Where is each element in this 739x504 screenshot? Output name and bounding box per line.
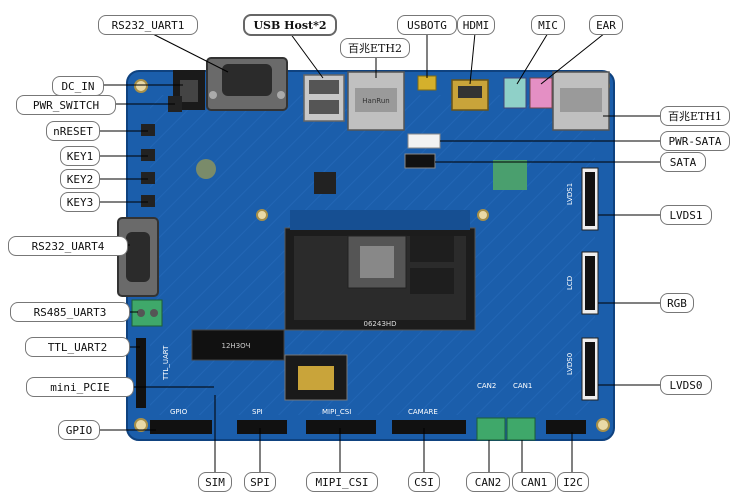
label-mini-pcie: mini_PCIE: [26, 377, 134, 397]
label-csi: CSI: [408, 472, 440, 492]
label-spi: SPI: [244, 472, 276, 492]
ram-chip-1: [410, 236, 454, 262]
usbotg-port: [417, 75, 437, 91]
mic-jack: [503, 77, 527, 109]
label-nreset: nRESET: [46, 121, 100, 141]
label-mic: MIC: [531, 15, 565, 35]
silk-lvds0: LVDS0: [566, 353, 574, 375]
label-key2: KEY2: [60, 169, 100, 189]
label-rs232-uart4: RS232_UART4: [8, 236, 128, 256]
push-buttons: [141, 124, 155, 207]
silk-pcie-code: 12НЗОЧ: [222, 342, 251, 350]
silk-spi: SPI: [252, 408, 263, 416]
label-gpio: GPIO: [58, 420, 100, 440]
silk-mipi-csi: MIPI_CSI: [322, 408, 351, 416]
mini-pcie-slot: [191, 329, 285, 361]
label-lvds0: LVDS0: [660, 375, 712, 395]
silk-can2: CAN2: [477, 382, 496, 390]
label-eth2: 百兆ETH2: [340, 38, 410, 58]
can1-terminal: [506, 417, 536, 441]
callout-lines: [100, 31, 660, 472]
label-can2: CAN2: [466, 472, 510, 492]
label-sata: SATA: [660, 152, 706, 172]
can2-terminal: [476, 417, 506, 441]
label-key1: KEY1: [60, 146, 100, 166]
silk-gpio: GPIO: [170, 408, 188, 416]
label-i2c: I2C: [557, 472, 589, 492]
silk-lcd: LCD: [566, 276, 574, 290]
label-can1: CAN1: [512, 472, 556, 492]
label-dc-in: DC_IN: [52, 76, 104, 96]
silk-camare: CAMARE: [408, 408, 438, 416]
silk-lvds1: LVDS1: [566, 183, 574, 205]
ram-chip-2: [410, 268, 454, 294]
wifi-module: [493, 160, 527, 190]
eth2-brand: HanRun: [362, 97, 389, 105]
label-ear: EAR: [589, 15, 623, 35]
silk-can1: CAN1: [513, 382, 532, 390]
label-sim: SIM: [198, 472, 232, 492]
label-ttl-uart2: TTL_UART2: [25, 337, 130, 357]
label-rs232-uart1: RS232_UART1: [98, 15, 198, 35]
label-eth1: 百兆ETH1: [660, 106, 730, 126]
bottom-headers: [150, 420, 586, 434]
silk-som-code: 0624ЗHD: [364, 320, 397, 328]
sata-connector: [404, 153, 436, 169]
pwr-sata-connector: [407, 133, 441, 149]
label-key3: KEY3: [60, 192, 100, 212]
label-pwr-sata: PWR-SATA: [660, 131, 730, 151]
ear-jack: [529, 77, 553, 109]
label-rgb: RGB: [660, 293, 694, 313]
ic-left: [314, 172, 336, 194]
label-rs485-uart3: RS485_UART3: [10, 302, 130, 322]
label-mipi-csi: MIPI_CSI: [306, 472, 378, 492]
label-lvds1: LVDS1: [660, 205, 712, 225]
ttl-uart-header: [136, 338, 146, 408]
label-usbotg: USBOTG: [397, 15, 457, 35]
som-pcb: [290, 210, 470, 230]
label-hdmi: HDMI: [457, 15, 495, 35]
label-usb-host: USB Host*2: [243, 14, 337, 36]
silk-ttl-uart: TTL_UART: [162, 345, 170, 381]
label-pwr-switch: PWR_SWITCH: [16, 95, 116, 115]
